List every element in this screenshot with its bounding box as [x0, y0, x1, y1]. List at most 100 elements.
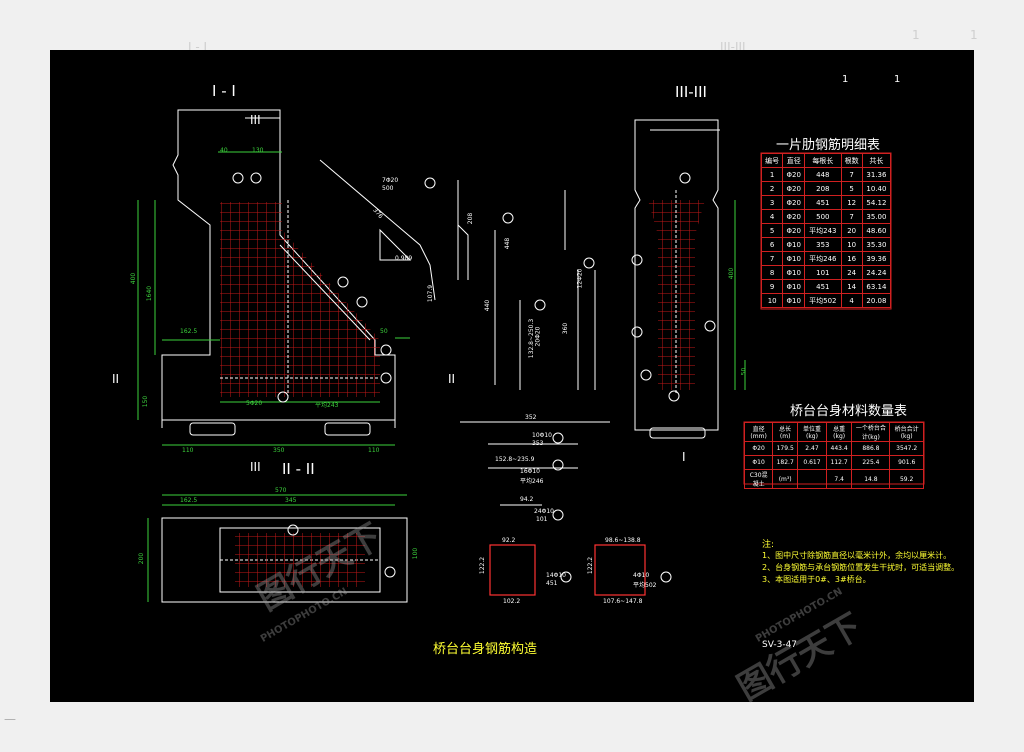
- section-label-1-1: I - I: [212, 82, 236, 100]
- corner-mark: 1: [842, 74, 849, 85]
- table-cell: 8: [760, 265, 784, 280]
- table-header: 直径(mm): [743, 422, 774, 442]
- table-cell: 2.47: [797, 441, 827, 456]
- table-cell: Φ10: [782, 265, 806, 280]
- bar-label: 98.6~138.8: [605, 537, 641, 544]
- table-header-row: 编号 直径 每根长 根数 共长: [760, 153, 892, 168]
- bar-label: 448: [504, 237, 512, 250]
- dim-label: 110: [368, 447, 380, 454]
- table-cell: [797, 469, 827, 489]
- bar-label: 12Φ20: [576, 268, 584, 289]
- table-cell: 20: [840, 223, 863, 238]
- table-cell: 4: [840, 293, 863, 308]
- dim-label: 50: [380, 328, 388, 335]
- dim-label: 350: [273, 447, 285, 454]
- table-cell: 443.4: [825, 441, 853, 456]
- table-cell: 20.08: [861, 293, 892, 308]
- table-cell: 平均246: [804, 251, 842, 266]
- table-cell: 500: [804, 209, 842, 224]
- table-cell: 10: [760, 293, 784, 308]
- rebar-table-title: 一片肋钢筋明细表: [776, 138, 881, 153]
- rebar-mesh: [220, 202, 282, 397]
- section-mark-II: II: [448, 372, 456, 386]
- section-mark-I: I: [682, 450, 686, 464]
- table-cell: Φ10: [743, 455, 774, 470]
- table-header: 一个桥台合计(kg): [851, 422, 891, 442]
- dimension-lines: [137, 151, 410, 446]
- note-item: 1、图中尺寸除钢筋直径以毫米计外，余均以厘米计。: [762, 551, 952, 560]
- table-cell: Φ20: [743, 441, 774, 456]
- table-cell: 7: [840, 209, 863, 224]
- dim-label: 5Φ20: [246, 400, 263, 407]
- bar-label: 352: [525, 414, 537, 421]
- table-cell: 31.36: [861, 167, 892, 182]
- table-cell: 7: [760, 251, 784, 266]
- table-cell: Φ20: [782, 167, 806, 182]
- table-cell: 101: [804, 265, 842, 280]
- bar-label: 500: [382, 185, 394, 192]
- table-cell: (m³): [772, 469, 799, 489]
- table-header: 编号: [760, 153, 784, 168]
- dimension-lines: [734, 200, 746, 390]
- rebar-mesh: [235, 533, 365, 587]
- dim-label: 40: [220, 147, 228, 154]
- dim-label: 162.5: [180, 328, 198, 335]
- dim-label: 570: [275, 487, 287, 494]
- table-cell: 平均243: [804, 223, 842, 238]
- dim-label: 110: [182, 447, 194, 454]
- table-cell: 112.7: [825, 455, 853, 470]
- table-cell: 179.5: [772, 441, 799, 456]
- dim-label: 1640: [146, 285, 154, 302]
- rebar-bar-details: [319, 159, 610, 506]
- table-cell: 448: [804, 167, 842, 182]
- table-cell: 14.8: [851, 469, 891, 489]
- dim-label: 50: [740, 367, 748, 376]
- dim-label: 100: [412, 547, 420, 560]
- bar-label: 208: [467, 212, 475, 225]
- bar-label: 122.2: [479, 556, 487, 575]
- cad-drawing-sheet: I - I III II II III II - II III-III I 1 …: [50, 50, 974, 709]
- table-header-row: 直径(mm) 总长(m) 单位重(kg) 总重(kg) 一个桥台合计(kg) 桥…: [743, 422, 924, 442]
- dim-label: 平均243: [315, 402, 339, 409]
- table-cell: 24.24: [861, 265, 892, 280]
- dim-label: 130: [252, 147, 264, 154]
- table-cell: 16: [840, 251, 863, 266]
- drawing-title: 桥台台身钢筋构造: [433, 642, 538, 657]
- dim-label: 162.5: [180, 497, 198, 504]
- bar-label: 152.8~235.9: [495, 456, 535, 463]
- table-cell: Φ20: [782, 223, 806, 238]
- table-cell: 2: [760, 181, 784, 196]
- notes-title: 注:: [762, 540, 775, 550]
- dim-label: 400: [728, 267, 736, 280]
- table-cell: 63.14: [861, 279, 892, 294]
- ghost-mark: 1: [970, 28, 978, 42]
- ghost-mark: 1: [912, 28, 920, 42]
- table-header: 共长: [861, 153, 892, 168]
- table-cell: 54.12: [861, 195, 892, 210]
- bar-label: 101: [536, 516, 548, 523]
- table-header: 直径: [782, 153, 806, 168]
- dim-label: 400: [130, 272, 138, 285]
- table-cell: 451: [804, 195, 842, 210]
- bar-label: 353: [532, 440, 544, 447]
- table-cell: 225.4: [851, 455, 891, 470]
- table-cell: Φ20: [782, 181, 806, 196]
- table-cell: 10.40: [861, 181, 892, 196]
- table-cell: 182.7: [772, 455, 799, 470]
- table-cell: Φ20: [782, 209, 806, 224]
- bar-label: 107.9: [427, 284, 435, 303]
- table-cell: 3547.2: [889, 441, 924, 456]
- bar-label: 10Φ10: [532, 432, 552, 439]
- bar-label: 0.989: [395, 255, 413, 262]
- table-header: 桥台合计(kg): [889, 422, 924, 442]
- bar-label: 24Φ10: [534, 508, 554, 515]
- table-cell: 4: [760, 209, 784, 224]
